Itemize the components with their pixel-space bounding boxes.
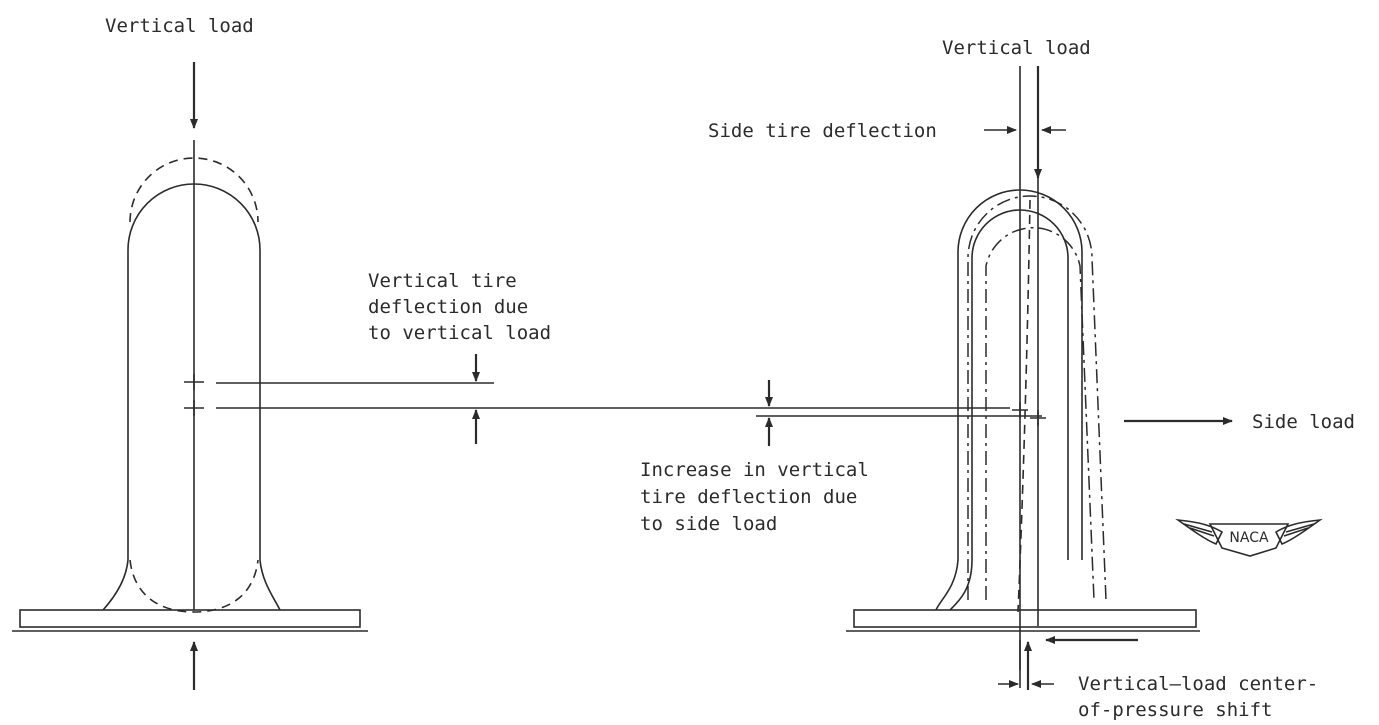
left-tire-bulge-left — [102, 559, 129, 611]
left-tire-loaded-outline — [127, 183, 261, 560]
right-tire-bulge-left-inner — [949, 559, 973, 611]
vertical-tire-deflection-label: Vertical tire deflection due to vertical… — [368, 270, 551, 344]
right-tire-deflected-inner — [985, 227, 1095, 601]
naca-logo: NACA — [1175, 518, 1323, 557]
left-tire-bulge-right — [259, 559, 281, 611]
naca-logo-badge — [1208, 523, 1290, 557]
increase-deflection-group — [756, 380, 1042, 446]
left-ground-plate — [19, 609, 361, 628]
left-tire-group: Vertical load — [12, 15, 1010, 690]
unloaded-center-cross — [184, 374, 204, 390]
side-load-label: Side load — [1252, 411, 1355, 433]
vertical-load-label-right: Vertical load — [942, 37, 1091, 59]
vertical-load-label-left: Vertical load — [105, 15, 254, 37]
loaded-center-cross — [184, 400, 204, 416]
side-tire-deflection-label: Side tire deflection — [708, 120, 937, 142]
right-ground-plate — [853, 609, 1197, 628]
left-tire-unloaded-top — [129, 157, 259, 223]
increase-vertical-deflection-label: Increase in vertical tire deflection due… — [640, 459, 880, 535]
right-original-center-cross — [1012, 402, 1028, 418]
right-tire-deflected-centerline — [1017, 199, 1031, 613]
right-tire-bulge-left — [935, 559, 959, 611]
naca-logo-text: NACA — [1229, 530, 1269, 546]
right-tire-group: Vertical load Side tire deflection Side … — [708, 37, 1355, 690]
right-deflected-center-cross — [1030, 410, 1046, 426]
right-tire-original-outer — [957, 189, 1083, 560]
right-tire-deflected-outer — [967, 195, 1107, 601]
left-tire-unloaded-bottom — [129, 559, 259, 613]
center-of-pressure-shift-label: Vertical—load center- of-pressure shift — [1078, 673, 1330, 721]
